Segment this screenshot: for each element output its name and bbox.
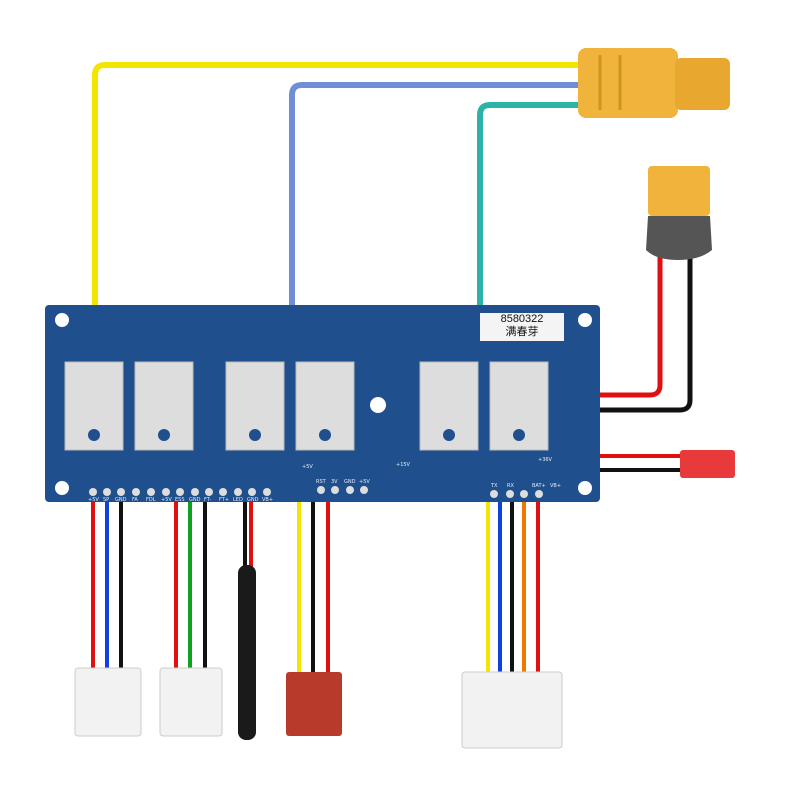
silk-label: GND xyxy=(344,479,356,485)
sticker-text: 满春芽 xyxy=(505,326,539,338)
silk-label: TX xyxy=(490,483,498,489)
bottom-wires xyxy=(91,502,540,675)
silk-label: +5V xyxy=(359,479,370,485)
silk-label: BAT+ xyxy=(532,483,546,489)
xt-connector-small xyxy=(646,166,712,260)
silk-label: FA xyxy=(132,497,138,503)
silk-label: +36V xyxy=(538,457,553,463)
silk-label: GND xyxy=(115,497,127,503)
silk-label: +5V xyxy=(161,497,172,503)
xt-connector-large xyxy=(578,48,730,118)
silk-label: +5V xyxy=(302,464,313,470)
silk-label: RX xyxy=(507,483,514,489)
silk-label: FT+ xyxy=(219,497,229,503)
silk-label: GND xyxy=(247,497,259,503)
silk-label: GND xyxy=(189,497,201,503)
black-power-wire xyxy=(600,255,693,413)
sticker-code: 8580322 xyxy=(500,313,544,325)
red-power-wire xyxy=(600,255,663,398)
mosfet-row xyxy=(64,361,549,451)
silk-label: +15V xyxy=(396,462,411,468)
silk-label: +5V xyxy=(88,497,99,503)
silk-label: VB+ xyxy=(550,483,561,489)
silk-label: RST xyxy=(316,479,327,485)
silk-label: VB+ xyxy=(262,497,273,503)
connector-5pin xyxy=(461,671,563,749)
silk-label: FT- xyxy=(204,497,211,503)
teal-wire xyxy=(477,102,585,315)
connector-3pin-red xyxy=(286,672,342,736)
waterproof-connector xyxy=(238,565,256,740)
connector-3pin xyxy=(159,667,223,737)
silk-label: 3V xyxy=(331,479,338,485)
silk-label: SP xyxy=(103,497,109,503)
silk-label: LED xyxy=(233,497,243,503)
jst-connector xyxy=(680,450,735,478)
serial-sticker: 8580322 满春芽 xyxy=(480,313,564,341)
silk-label: FDL xyxy=(146,497,156,503)
blue-wire xyxy=(289,82,585,305)
yellow-wire xyxy=(92,62,585,305)
silk-label: ESS xyxy=(175,497,185,503)
connector-3pin xyxy=(74,667,142,737)
